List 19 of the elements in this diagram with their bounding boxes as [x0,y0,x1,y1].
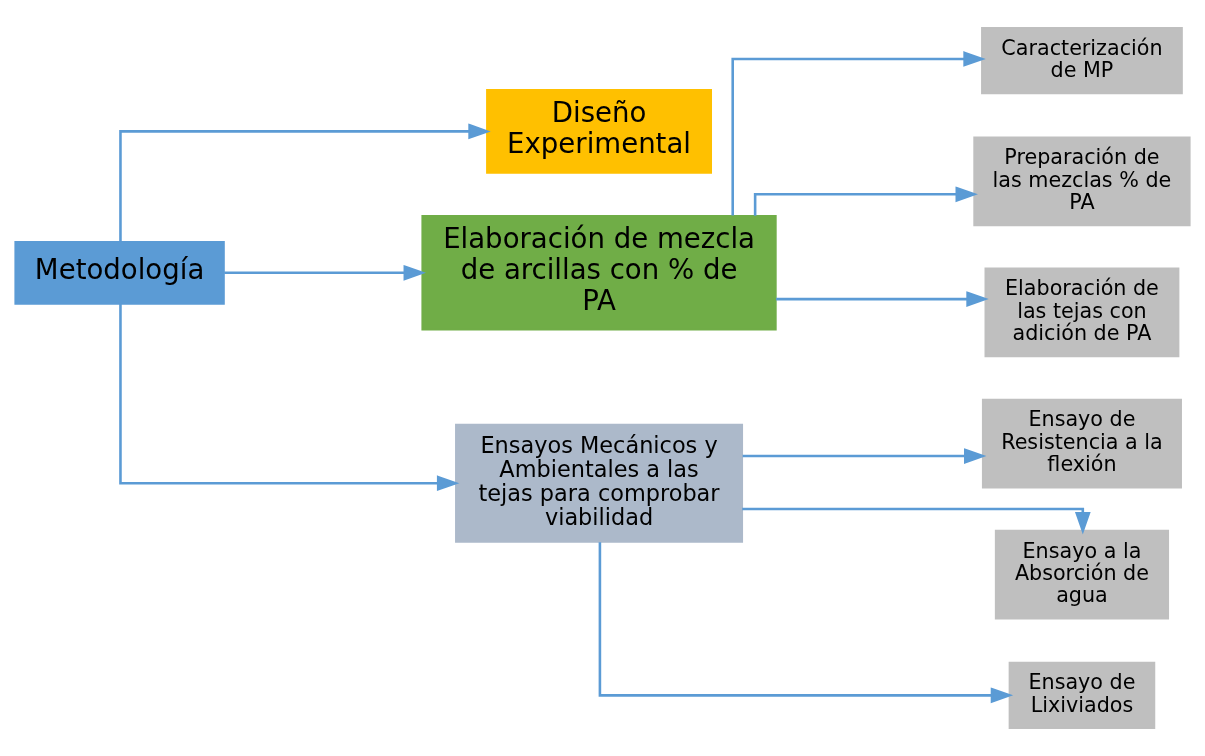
node-box: Elaboración de mezcla de arcillas con % de PA [421,215,777,331]
node-box: Ensayo de Resistencia a la flexión [981,398,1182,489]
node-box: Ensayo de Lixiviados [1008,661,1156,729]
arrow [753,186,978,216]
arrow [119,303,460,492]
arrow [742,507,1091,535]
arrow [598,542,1014,704]
node-box: Preparación de las mezclas % de PA [973,136,1191,227]
node-box: Elaboración de las tejas con adición de PA [984,267,1180,358]
arrow [119,123,491,242]
node-box: Metodología [14,240,225,305]
node-box: Ensayos Mecánicos y Ambientales a las tejas para comprobar viabilidad [455,423,744,543]
arrow [224,264,426,281]
node-box: Caracterización de MP [981,27,1183,95]
arrow [742,448,987,464]
node-box: Diseño Experimental [486,89,712,174]
node-box: Ensayo a la Absorción de agua [994,529,1170,620]
arrow [731,51,986,216]
arrow [776,291,989,307]
